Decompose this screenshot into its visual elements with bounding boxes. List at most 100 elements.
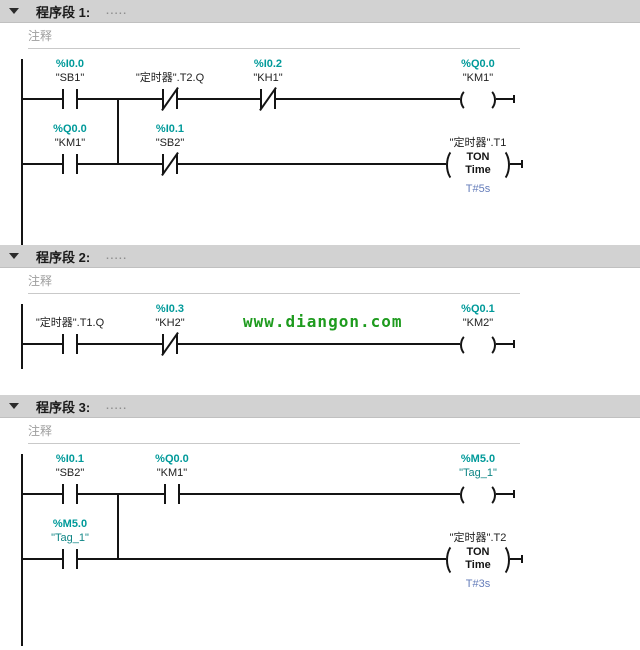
rung-wire [78, 493, 164, 495]
coil-km1[interactable] [460, 87, 496, 112]
rung-wire [21, 98, 62, 100]
branch-wire [117, 99, 119, 165]
rung-wire [510, 163, 522, 165]
rung-wire [178, 343, 460, 345]
timer-instance-label[interactable]: "定时器".T2 [449, 532, 507, 544]
rung-wire [78, 558, 446, 560]
coil-paren-icon [446, 148, 466, 182]
rung-wire [21, 163, 62, 165]
contact-nc-sb2[interactable] [161, 151, 179, 177]
operand-label[interactable]: %Q0.0"KM1" [155, 453, 189, 479]
rung-wire [180, 493, 460, 495]
watermark-text: www.diangon.com [243, 312, 403, 331]
rail-end-tick [513, 340, 515, 348]
rung-wire [21, 493, 62, 495]
operand-label[interactable]: "定时器".T2.Q [135, 72, 205, 84]
operand-label[interactable]: %Q0.1"KM2" [461, 303, 495, 329]
contact-nc-kh2[interactable] [161, 331, 179, 357]
ladder-area: %I0.0"SB1" "定时器".T2.Q %I0.2"KH1" %Q0.0"K… [0, 49, 640, 249]
branch-wire [117, 494, 119, 560]
operand-label[interactable]: %I0.1"SB2" [155, 123, 185, 149]
power-rail [21, 454, 23, 646]
collapse-triangle-icon[interactable] [9, 253, 19, 259]
collapse-triangle-icon[interactable] [9, 403, 19, 409]
operand-label[interactable]: %I0.1"SB2" [55, 453, 85, 479]
contact-no-sb1[interactable] [62, 89, 78, 109]
operand-label[interactable]: %I0.3"KH2" [155, 303, 185, 329]
contact-no-km1[interactable] [164, 484, 180, 504]
timer-preset-value[interactable]: T#5s [465, 183, 491, 195]
coil-tag1[interactable] [460, 482, 496, 507]
timer-preset-value[interactable]: T#3s [465, 578, 491, 590]
coil-paren-icon [460, 483, 480, 507]
contact-nc-timer-t2q[interactable] [161, 86, 179, 112]
operand-label[interactable]: %I0.2"KH1" [253, 58, 283, 84]
network-comment-row[interactable]: 注释 [28, 418, 520, 444]
network-1-header[interactable]: 程序段 1: ..... [0, 0, 640, 23]
rail-end-tick [521, 160, 523, 168]
power-rail [21, 304, 23, 369]
rail-end-tick [521, 555, 523, 563]
network-comment-row[interactable]: 注释 [28, 268, 520, 294]
timer-instance-label[interactable]: "定时器".T1 [449, 137, 507, 149]
operand-label[interactable]: %I0.0"SB1" [55, 58, 85, 84]
rung-wire [21, 558, 62, 560]
coil-km2[interactable] [460, 332, 496, 357]
nc-slash-icon [161, 331, 179, 357]
comment-placeholder[interactable]: 注释 [28, 29, 53, 43]
rung-wire [21, 343, 62, 345]
power-rail [21, 59, 23, 245]
contact-no-tag1[interactable] [62, 549, 78, 569]
rail-end-tick [513, 95, 515, 103]
collapse-triangle-icon[interactable] [9, 8, 19, 14]
contact-no-timer-t1q[interactable] [62, 334, 78, 354]
rail-end-tick [513, 490, 515, 498]
coil-paren-icon [460, 333, 480, 357]
rung-wire [178, 163, 446, 165]
operand-label[interactable]: "定时器".T1.Q [35, 317, 105, 329]
network-comment-row[interactable]: 注释 [28, 23, 520, 49]
operand-label[interactable]: %Q0.0"KM1" [461, 58, 495, 84]
contact-nc-kh1[interactable] [259, 86, 277, 112]
rung-wire [496, 98, 514, 100]
network-title-comment[interactable]: ..... [106, 400, 128, 412]
rung-wire [496, 343, 514, 345]
operand-label[interactable]: %M5.0"Tag_1" [459, 453, 497, 479]
network-3: 程序段 3: ..... 注释 %I0.1"SB2" %Q0.0"KM1" %M… [0, 395, 640, 649]
comment-placeholder[interactable]: 注释 [28, 424, 53, 438]
network-title: 程序段 1: [36, 4, 91, 20]
rung-wire [78, 163, 162, 165]
network-title-comment[interactable]: ..... [106, 250, 128, 262]
coil-paren-icon [460, 88, 480, 112]
coil-paren-icon [490, 543, 510, 577]
operand-label[interactable]: %Q0.0"KM1" [53, 123, 87, 149]
network-title-comment[interactable]: ..... [106, 5, 128, 17]
network-title: 程序段 2: [36, 249, 91, 265]
coil-paren-icon [476, 88, 496, 112]
network-title: 程序段 3: [36, 399, 91, 415]
rung-wire [496, 493, 514, 495]
coil-paren-icon [490, 148, 510, 182]
operand-label[interactable]: %M5.0"Tag_1" [51, 518, 89, 544]
nc-slash-icon [161, 151, 179, 177]
coil-paren-icon [476, 333, 496, 357]
network-3-header[interactable]: 程序段 3: ..... [0, 395, 640, 418]
contact-no-sb2[interactable] [62, 484, 78, 504]
coil-paren-icon [476, 483, 496, 507]
rung-wire [78, 98, 162, 100]
comment-placeholder[interactable]: 注释 [28, 274, 53, 288]
network-2-header[interactable]: 程序段 2: ..... [0, 245, 640, 268]
ladder-area: "定时器".T1.Q %I0.3"KH2" %Q0.1"KM2" www.dia… [0, 294, 640, 394]
rung-wire [78, 343, 162, 345]
nc-slash-icon [161, 86, 179, 112]
coil-paren-icon [446, 543, 466, 577]
contact-no-km1[interactable] [62, 154, 78, 174]
network-1: 程序段 1: ..... 注释 %I0.0"SB1" "定时器".T2.Q %I… [0, 0, 640, 249]
rung-wire [276, 98, 460, 100]
network-2: 程序段 2: ..... 注释 "定时器".T1.Q %I0.3"KH2" %Q… [0, 245, 640, 394]
nc-slash-icon [259, 86, 277, 112]
